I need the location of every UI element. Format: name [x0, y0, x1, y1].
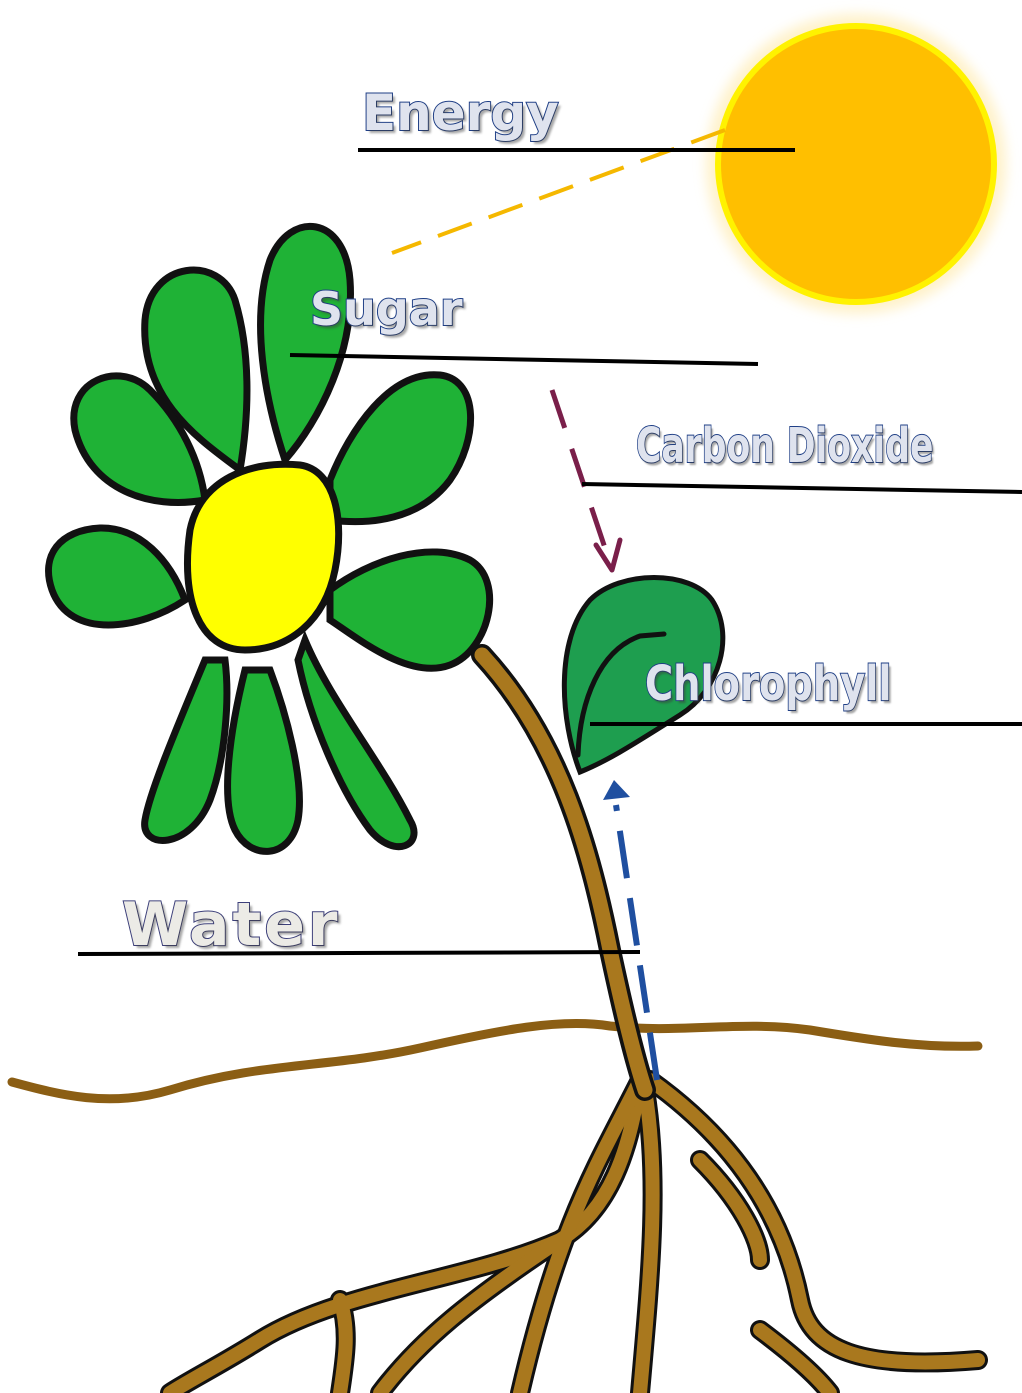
roots	[170, 1080, 978, 1393]
sun-icon	[706, 14, 1006, 314]
co2-arrow	[552, 390, 620, 570]
label-sugar: Sugar	[310, 282, 463, 336]
label-carbon-dioxide: Carbon Dioxide	[636, 418, 933, 474]
label-water: Water	[122, 890, 341, 960]
co2-leader-line	[582, 484, 1022, 492]
label-chlorophyll: Chlorophyll	[645, 656, 892, 712]
label-energy: Energy	[362, 84, 559, 142]
flower-center	[187, 464, 338, 650]
sugar-leader-line	[290, 355, 758, 364]
ground-line	[12, 1023, 978, 1098]
